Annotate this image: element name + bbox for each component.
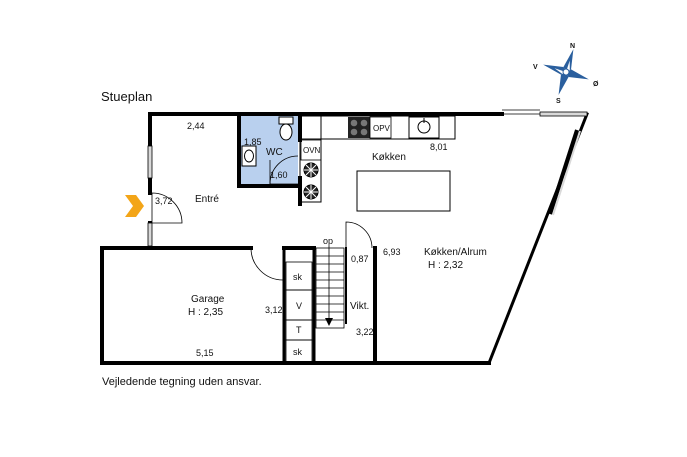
window-top xyxy=(539,111,588,117)
dim-3-12: 3,12 xyxy=(265,305,283,315)
label-opv: OPV xyxy=(373,124,391,133)
label-kitchen-alrum-height: H : 2,32 xyxy=(428,260,463,271)
label-kitchen-alrum: Køkken/Alrum xyxy=(424,247,487,258)
fan-icon-lower xyxy=(303,184,319,200)
plan-title: Stueplan xyxy=(101,89,152,104)
glazed-wall xyxy=(548,129,579,215)
garage-door-swing xyxy=(250,247,284,281)
staircase xyxy=(315,246,345,329)
entry-door-swing xyxy=(151,192,183,224)
kitchen-island xyxy=(356,170,451,212)
stair-arrow-icon xyxy=(325,318,333,326)
label-op: op xyxy=(323,236,333,246)
label-garage: Garage xyxy=(191,294,225,305)
compass-e: Ø xyxy=(593,81,599,88)
label-t: T xyxy=(296,325,302,335)
dim-6-93: 6,93 xyxy=(383,247,401,257)
entry-arrow-icon xyxy=(125,195,144,217)
wc-sink-icon xyxy=(241,145,257,167)
kitchen-sink-icon xyxy=(408,116,440,139)
dim-0-87: 0,87 xyxy=(351,254,369,264)
dishwasher-box xyxy=(369,116,392,139)
oven-box xyxy=(300,139,322,161)
label-v: V xyxy=(296,301,302,311)
label-garage-height: H : 2,35 xyxy=(188,307,223,318)
dim-3-22: 3,22 xyxy=(356,327,374,337)
toilet-icon xyxy=(278,116,294,141)
dim-1-85: 1,85 xyxy=(244,137,262,147)
dim-3-72: 3,72 xyxy=(155,196,173,206)
label-sk-top: sk xyxy=(293,272,303,282)
compass-n: N xyxy=(570,43,575,50)
compass-s: S xyxy=(556,98,561,105)
label-wc: WC xyxy=(266,147,283,158)
dim-1-60: 1,60 xyxy=(270,170,288,180)
label-vikt: Vikt. xyxy=(350,301,369,312)
compass-rose-icon xyxy=(543,49,589,95)
label-sk-bottom: sk xyxy=(293,347,303,357)
label-entry: Entré xyxy=(195,194,219,205)
dim-8-01: 8,01 xyxy=(430,142,448,152)
walls xyxy=(100,112,589,365)
fan-icon-upper xyxy=(303,162,319,178)
label-kitchen: Køkken xyxy=(372,152,406,163)
label-ovn: OVN xyxy=(303,146,321,155)
dim-2-44: 2,44 xyxy=(187,121,205,131)
hob-icon xyxy=(348,117,370,138)
compass-w: V xyxy=(533,64,538,71)
vikt-door-swing xyxy=(345,221,373,249)
window-left-lower xyxy=(147,222,153,247)
dim-5-15: 5,15 xyxy=(196,348,214,358)
window-left-upper xyxy=(147,145,153,179)
disclaimer: Vejledende tegning uden ansvar. xyxy=(102,376,262,388)
storage-column xyxy=(285,261,313,363)
